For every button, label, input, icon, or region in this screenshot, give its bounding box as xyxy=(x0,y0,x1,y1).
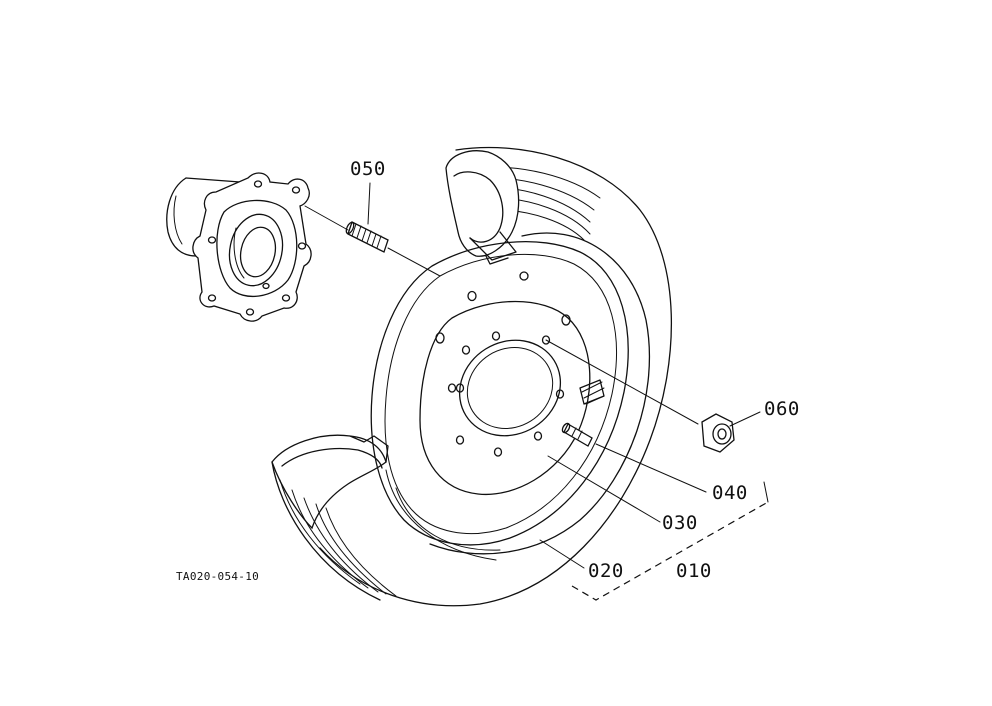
leader-030 xyxy=(547,455,661,523)
drawing-reference: TA020-054-10 xyxy=(176,570,260,583)
hub-flange xyxy=(166,172,312,322)
tire-assembly xyxy=(271,146,672,607)
valve xyxy=(561,422,593,447)
leader-050 xyxy=(367,182,371,225)
leader-060 xyxy=(729,411,761,427)
label-010: 010 xyxy=(676,560,712,582)
assembly-axis-line-2 xyxy=(387,247,441,277)
group-bracket-010 xyxy=(571,481,769,601)
leader-020 xyxy=(539,539,585,569)
label-030: 030 xyxy=(662,512,698,534)
label-040: 040 xyxy=(712,482,748,504)
leader-040 xyxy=(595,443,707,493)
label-020: 020 xyxy=(588,560,624,582)
label-050: 050 xyxy=(350,158,386,180)
stud-bolt xyxy=(345,221,389,253)
label-060: 060 xyxy=(764,398,800,420)
nut-axis-line xyxy=(545,339,699,425)
assembly-axis-line xyxy=(304,205,349,231)
nut xyxy=(701,413,735,453)
